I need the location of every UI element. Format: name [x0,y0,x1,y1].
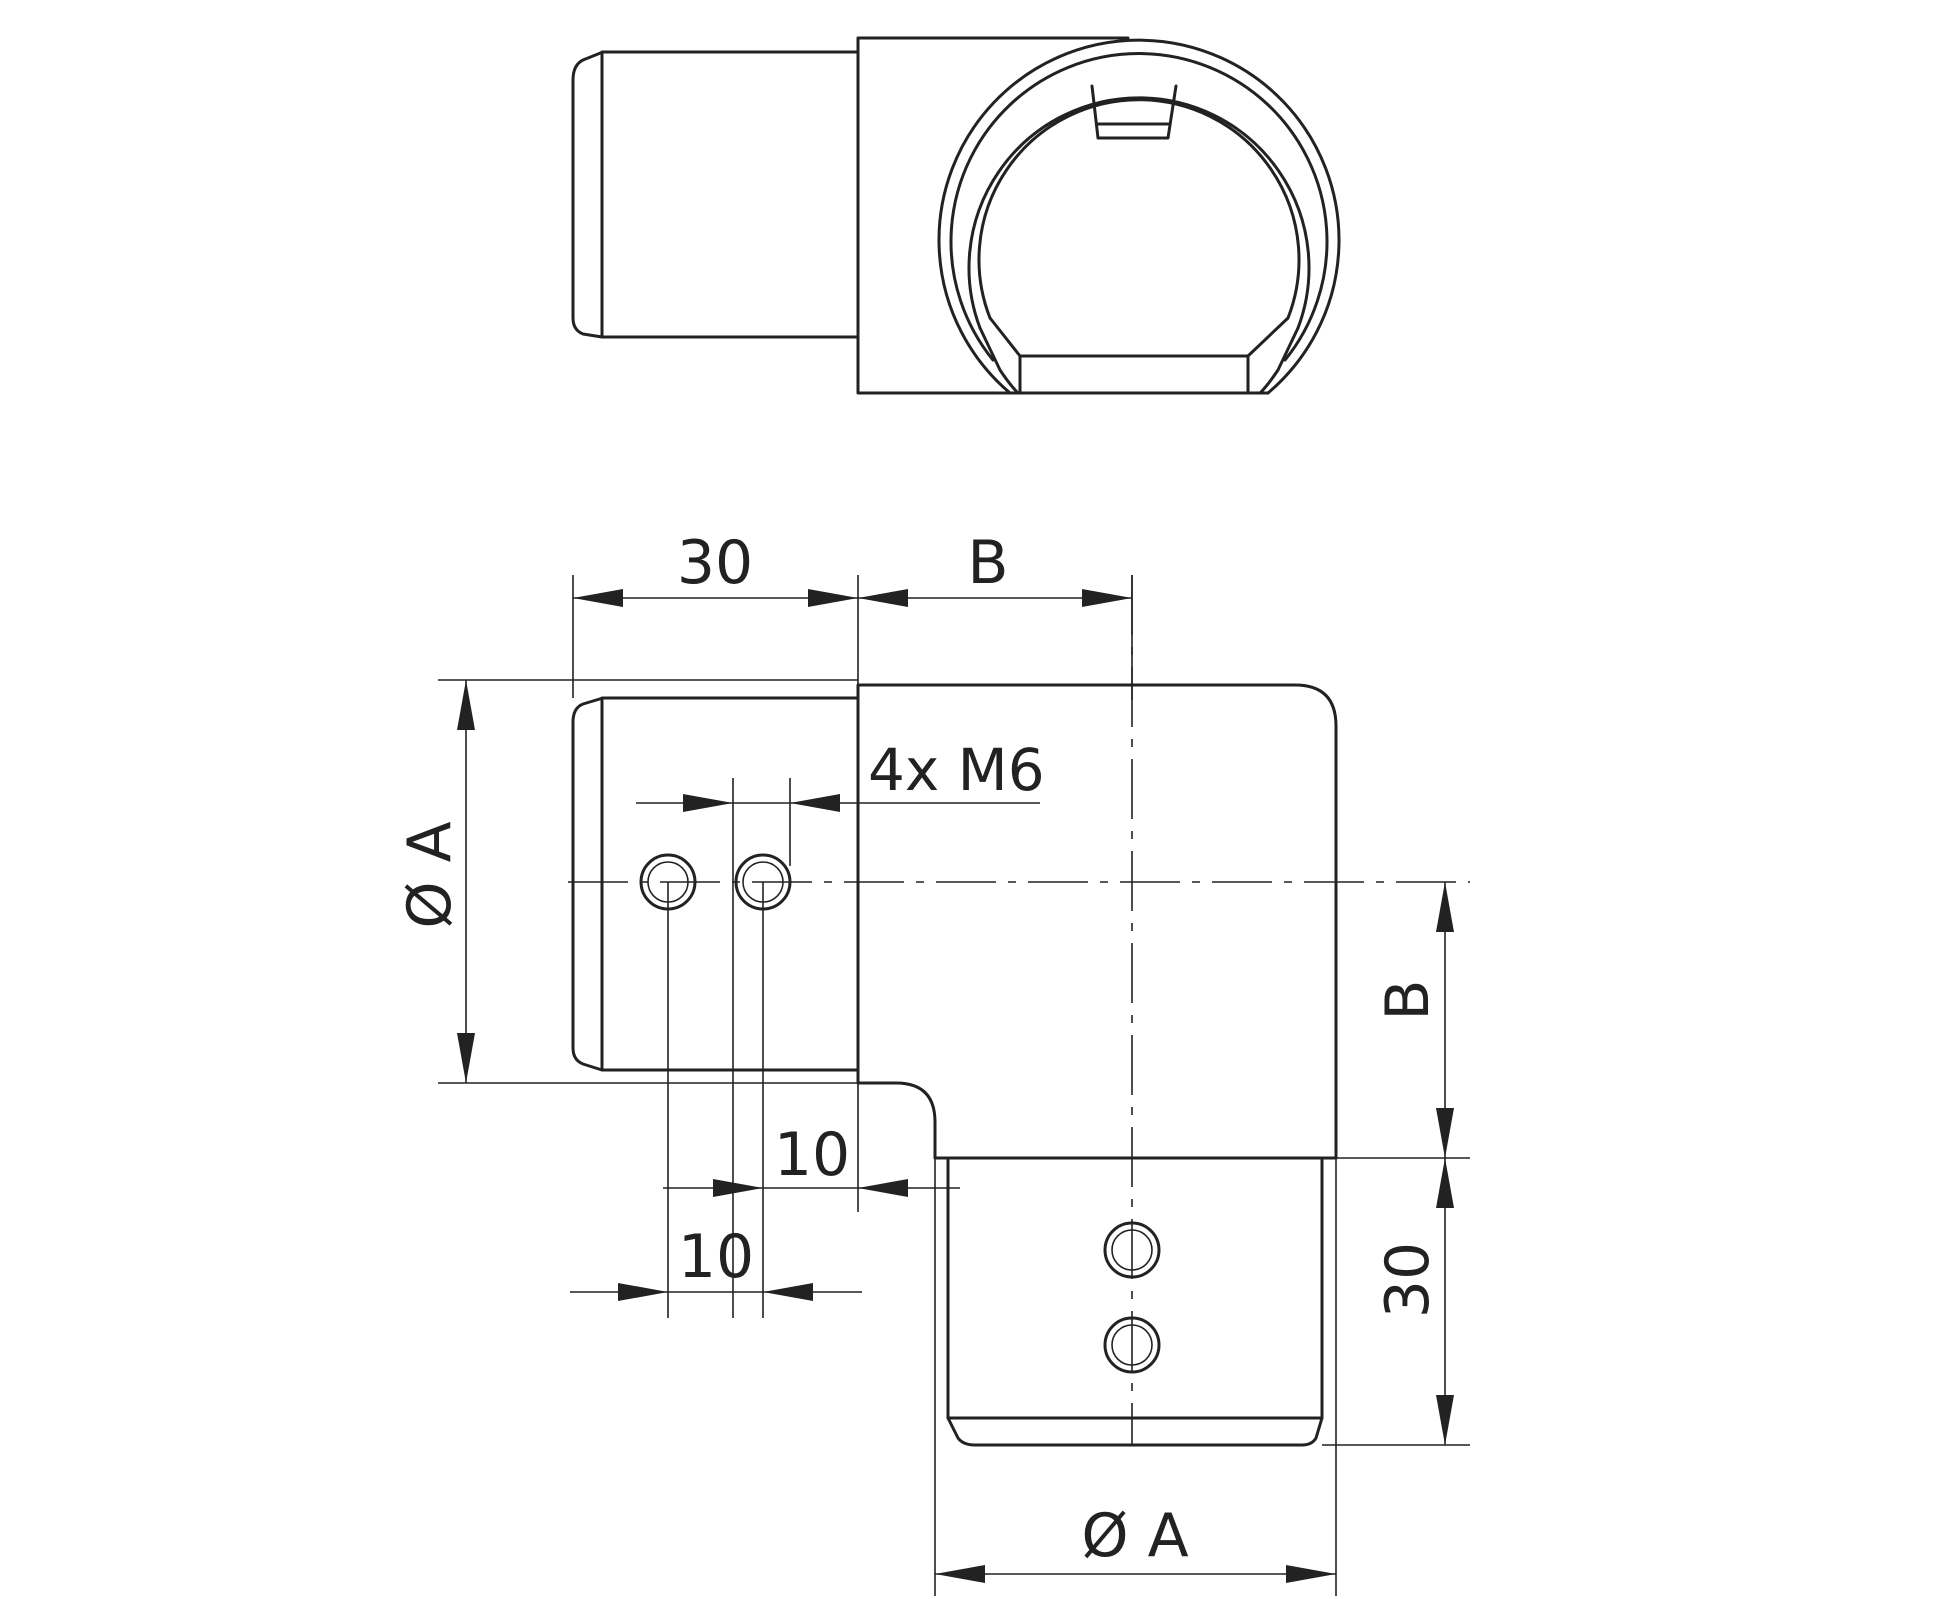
front-view-left-stub [571,696,860,1072]
dim-label-10-lower: 10 [678,1222,754,1292]
front-view-bottom-stub [946,1156,1324,1447]
top-view-bottom-slot [1018,354,1250,395]
top-view-slot-lines [988,316,1290,358]
dim-label-10-upper: 10 [774,1120,850,1190]
top-view-ring-inner-1 [949,52,1329,362]
top-view-tube-stub [571,50,860,339]
dim-label-diameter-a-bottom: Ø A [1081,1501,1188,1571]
top-view-ring-inner-3 [977,98,1301,320]
top-view-ring-inner-2 [967,96,1311,330]
dim-label-b-right: B [1373,979,1443,1020]
dimensions: 30 B Ø A 4x M6 10 10 [395,528,1470,1596]
top-view-body-outline [856,36,1270,395]
top-view-key-notch [1090,84,1178,140]
top-view-ring-lip-right [1258,326,1300,395]
dim-label-30-top: 30 [677,528,753,598]
dim-label-30-right: 30 [1373,1242,1443,1318]
dim-label-diameter-a-left: Ø A [395,821,465,928]
dim-label-b-top: B [967,528,1008,598]
thread-callout-label: 4x M6 [868,736,1045,804]
top-view-ring-lip-left [978,326,1020,395]
front-view [568,575,1470,1447]
top-view-outer-ring [937,38,1341,395]
top-view [571,36,1341,395]
